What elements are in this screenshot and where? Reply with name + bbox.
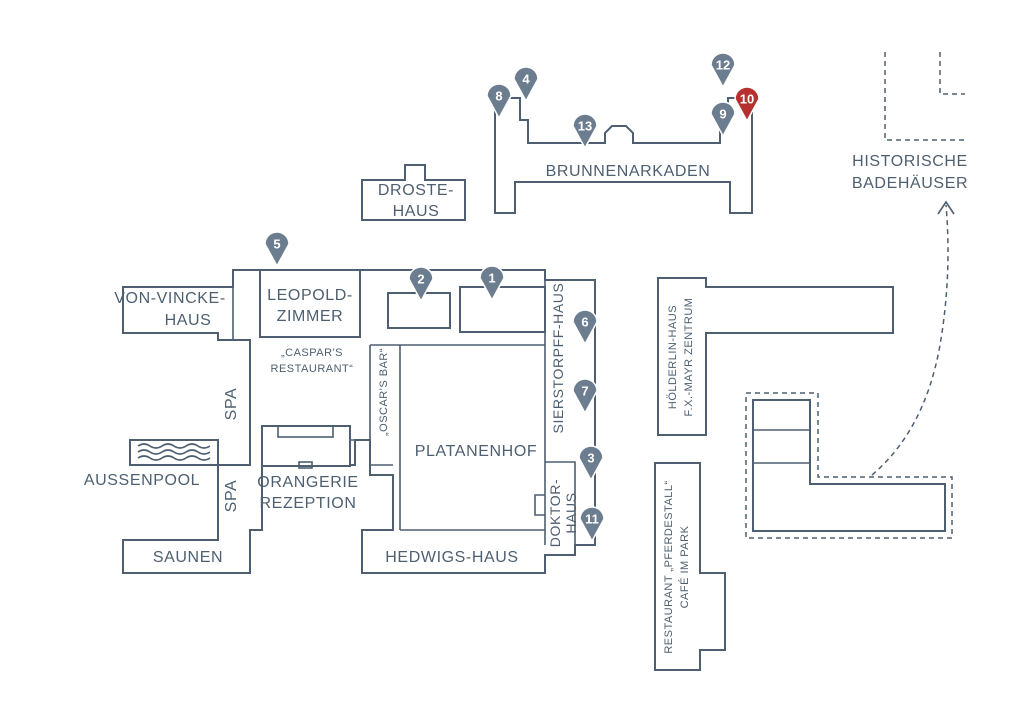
building-doktor-haus[interactable]: DOKTOR- HAUS (534, 479, 579, 548)
label-platanenhof: PLATANENHOF (415, 443, 537, 460)
map-pin-4[interactable]: 4 (513, 66, 539, 103)
map-pin-label: 2 (417, 272, 424, 287)
building-droste-haus[interactable]: DROSTE- HAUS (361, 164, 466, 221)
building-pferdestall[interactable]: RESTAURANT „PFERDESTALL“ CAFÉ IM PARK (654, 462, 726, 671)
map-pin-icon (479, 265, 505, 302)
room-leopold-zimmer[interactable]: LEOPOLD- ZIMMER (259, 269, 361, 338)
label-spa-bottom: SPA (223, 480, 240, 513)
label-hoelderlin-2: F.X.-MAYR ZENTRUM (683, 298, 695, 417)
map-pin-icon (513, 66, 539, 103)
dashed-arrow-icon (871, 200, 955, 476)
label-spa-top: SPA (223, 388, 240, 421)
room-1[interactable] (459, 286, 546, 333)
area-historische-badehaeuser[interactable]: HISTORISCHE BADEHÄUSER (852, 52, 968, 192)
label-droste-2: HAUS (393, 203, 440, 220)
map-pin-3[interactable]: 3 (578, 445, 604, 482)
map-pin-label: 5 (273, 237, 280, 252)
label-vonvincke-1: VON-VINCKE- (114, 290, 226, 307)
room-orangerie[interactable]: ORANGERIE REZEPTION (257, 425, 358, 512)
map-pin-icon (710, 101, 736, 138)
label-aussenpool: AUSSENPOOL (84, 472, 200, 489)
label-sierstorpff: SIERSTORPFF-HAUS (550, 283, 566, 434)
label-doktor-1: DOKTOR- (547, 479, 563, 548)
building-hoelderlin-haus[interactable]: HÖLDERLIN-HAUS F.X.-MAYR ZENTRUM (657, 277, 894, 436)
label-orangerie-1: ORANGERIE (257, 474, 358, 491)
label-saunen: SAUNEN (153, 549, 223, 566)
map-pin-icon (572, 309, 598, 346)
map-pin-8[interactable]: 8 (486, 83, 512, 120)
map-pin-label: 6 (581, 315, 588, 330)
map-pin-label: 11 (585, 512, 599, 527)
map-pin-9[interactable]: 9 (710, 101, 736, 138)
label-leopold-2: ZIMMER (277, 308, 344, 325)
label-doktor-2: HAUS (563, 492, 579, 533)
map-pin-6[interactable]: 6 (572, 309, 598, 346)
aussenpool[interactable]: AUSSENPOOL (84, 439, 219, 489)
room-2[interactable] (387, 292, 451, 329)
label-leopold-1: LEOPOLD- (267, 287, 353, 304)
map-pin-1[interactable]: 1 (479, 265, 505, 302)
map-pin-label: 4 (522, 72, 530, 87)
map-pin-label: 10 (740, 92, 754, 107)
map-pin-11[interactable]: 11 (579, 506, 605, 543)
map-pin-label: 7 (581, 384, 588, 399)
map-pin-5[interactable]: 5 (264, 231, 290, 268)
map-pin-icon (408, 266, 434, 303)
map-pin-icon (579, 506, 605, 543)
label-hedwigs-haus: HEDWIGS-HAUS (385, 549, 518, 566)
map-pin-label: 1 (488, 271, 495, 286)
label-pferdestall-2: CAFÉ IM PARK (678, 525, 691, 608)
map-pin-icon (486, 83, 512, 120)
map-pin-label: 12 (716, 58, 730, 73)
label-caspar-1: „CASPAR'S (281, 347, 343, 359)
label-caspar-2: RESTAURANT“ (271, 363, 354, 375)
label-droste-1: DROSTE- (378, 182, 454, 199)
label-pferdestall-1: RESTAURANT „PFERDESTALL“ (663, 480, 675, 653)
map-pin-label: 8 (495, 89, 502, 104)
building-brunnenarkaden[interactable]: BRUNNENARKADEN (494, 97, 753, 214)
map-pin-icon (572, 378, 598, 415)
map-pin-12[interactable]: 12 (710, 52, 736, 89)
map-pin-icon (710, 52, 736, 89)
map-pin-icon (734, 86, 760, 123)
label-historische-2: BADEHÄUSER (852, 174, 968, 192)
map-pin-icon (572, 113, 598, 150)
map-pin-icon (264, 231, 290, 268)
building-main-complex[interactable] (122, 269, 596, 574)
label-vonvincke-2: HAUS (165, 312, 212, 329)
map-pin-label: 3 (587, 451, 594, 466)
label-oscars-bar: „OSCAR'S BAR“ (378, 348, 390, 436)
map-pin-2[interactable]: 2 (408, 266, 434, 303)
map-pin-icon (578, 445, 604, 482)
map-pin-label: 13 (578, 119, 592, 134)
map-pin-13[interactable]: 13 (572, 113, 598, 150)
label-historische-1: HISTORISCHE (852, 153, 968, 170)
label-brunnenarkaden: BRUNNENARKADEN (546, 163, 711, 180)
map-pin-label: 9 (719, 107, 726, 122)
map-pin-7[interactable]: 7 (572, 378, 598, 415)
label-hoelderlin-1: HÖLDERLIN-HAUS (667, 305, 679, 409)
label-orangerie-2: REZEPTION (260, 495, 357, 512)
map-pin-10[interactable]: 10 (734, 86, 760, 123)
building-l-shaped[interactable] (745, 392, 953, 539)
